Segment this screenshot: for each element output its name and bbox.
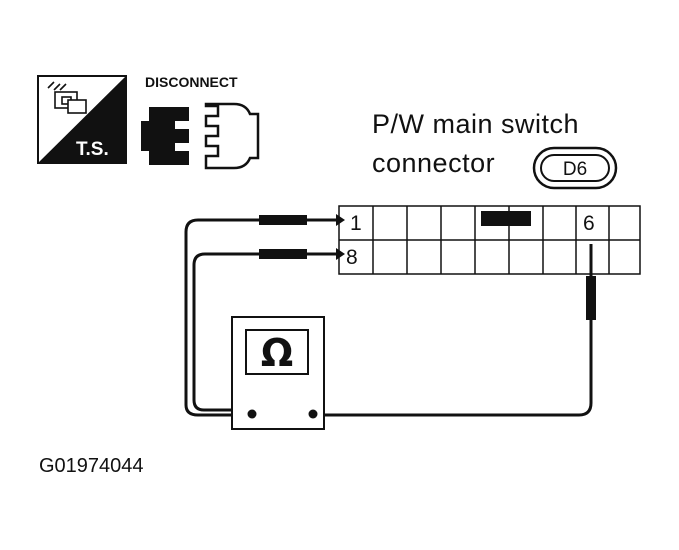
connector-id-text: D6: [563, 159, 587, 180]
ts-label: T.S.: [76, 139, 109, 160]
disconnect-label: DISCONNECT: [145, 74, 238, 90]
disconnect-icon: DISCONNECT: [141, 74, 260, 170]
parts-icon: [47, 81, 87, 114]
pin-label-6: 6: [583, 212, 595, 235]
plug-right-icon: [204, 102, 260, 170]
connector-title-line1: P/W main switch: [372, 109, 579, 139]
test-leads: [184, 218, 593, 417]
probe-arrow-pin1: [336, 214, 345, 226]
plug-left-icon: [141, 107, 189, 165]
connector-lock-tab: [481, 211, 531, 226]
probe-tip-pin8: [259, 249, 307, 259]
connector-title-line2: connector: [372, 148, 495, 178]
probe-tip-pin1: [259, 215, 307, 225]
ohm-symbol: Ω: [261, 331, 293, 375]
pin-label-1: 1: [350, 212, 362, 235]
pin-label-8: 8: [346, 246, 358, 269]
ts-icon: T.S.: [37, 75, 127, 164]
meter-terminal-right: [308, 409, 318, 419]
probe-tip-pin6: [586, 276, 596, 320]
connector-face: [338, 205, 641, 275]
meter-terminal-left: [247, 409, 257, 419]
ohmmeter: Ω: [231, 316, 325, 430]
connector-id-badge: D6: [532, 146, 618, 190]
figure-code: G01974044: [39, 455, 144, 477]
probe-arrow-pin8: [336, 248, 345, 260]
